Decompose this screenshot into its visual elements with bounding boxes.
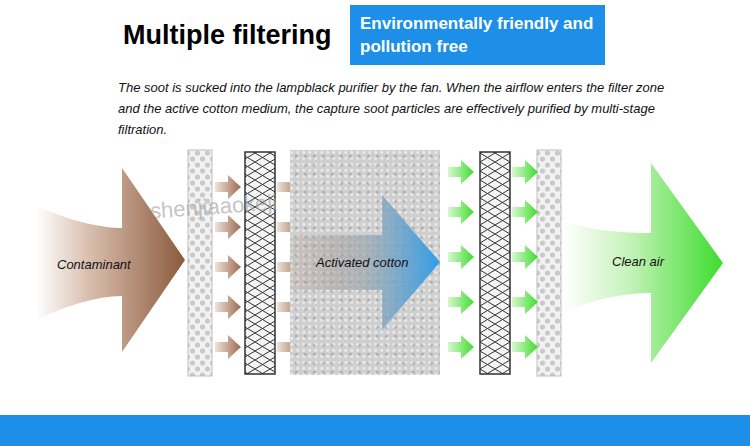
title: Multiple filtering [123,20,332,51]
node-text: Contaminant [57,257,131,272]
output-arrow: Clean air [563,163,725,363]
badge-box: Environmentally friendly and pollution f… [350,5,605,65]
input-arrow: Contaminant [36,168,186,353]
node-text: Clean air [612,254,664,269]
description-text: The soot is sucked into the lampblack pu… [118,77,666,140]
cotton-block: Activated cotton [290,150,440,375]
node-text: Activated cotton [316,255,409,270]
node-text: Environmentally friendly and pollution f… [360,12,598,58]
